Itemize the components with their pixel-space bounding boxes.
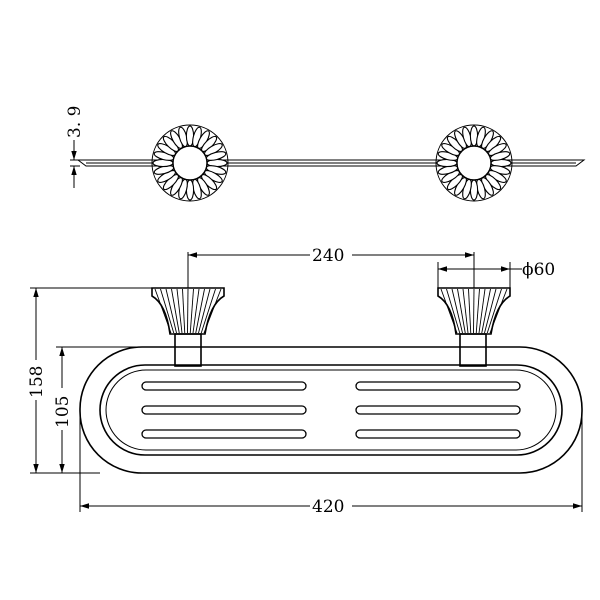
overall-length-label: 420 [312,497,344,517]
knob-flute [192,288,200,334]
rosette-outline [151,124,229,202]
knob-flute [473,288,475,334]
knob-flute [478,288,486,334]
diameter-label: ϕ60 [522,260,555,280]
bracket-rosette-left [151,124,229,202]
overall-depth-dimension: 158 [27,287,152,474]
tray-inner [99,364,563,456]
center-distance-dimension: 240 [187,246,475,288]
knob-flute [165,288,177,334]
overall-length-dimension: 420 [79,410,583,517]
knob-flute [475,288,480,334]
shelf-depth-label: 105 [53,396,73,428]
wall-mount-right [437,287,511,367]
knob-flute [171,288,180,334]
knob-flute [468,288,472,334]
knob-flute [154,288,172,334]
overall-depth-label: 158 [27,366,47,398]
knob-flute [195,288,205,334]
shelf-profile [76,159,586,167]
center-distance-label: 240 [312,246,344,266]
knob-flute [200,288,216,334]
tray-inner-rim [105,369,557,451]
knob-flute [462,288,469,334]
knob-flute [198,288,211,334]
rosette-outline [435,124,513,202]
rosette-center [172,145,208,181]
drain-slot [355,429,521,439]
drain-slot [141,429,307,439]
drain-slot [141,405,307,415]
knob-flute [484,288,497,334]
knob-flute [451,288,463,334]
knob-flute [189,288,194,334]
drain-slot [141,381,307,391]
rosette-center [456,145,492,181]
knob-flute [182,288,186,334]
knob-flute [440,288,458,334]
knob-flute [481,288,491,334]
plan-view: 240 ϕ60 158 105 [27,246,583,517]
wall-mount-left [151,287,225,367]
knob-flute [489,288,508,334]
thickness-label: 3. 9 [65,106,85,138]
drain-slot [355,405,521,415]
knob-flute [176,288,183,334]
drain-slot [355,381,521,391]
knob-flute [486,288,502,334]
thickness-dimension: 3. 9 [65,106,85,188]
knob-flute [187,288,189,334]
top-view: 3. 9 [65,106,586,202]
shelf-depth-dimension: 105 [53,346,140,473]
knob-flute [203,288,222,334]
diameter-dimension: ϕ60 [437,260,555,288]
knob-flute [160,288,175,334]
knob-flute [446,288,461,334]
knob-flute [457,288,466,334]
bracket-rosette-right [435,124,513,202]
